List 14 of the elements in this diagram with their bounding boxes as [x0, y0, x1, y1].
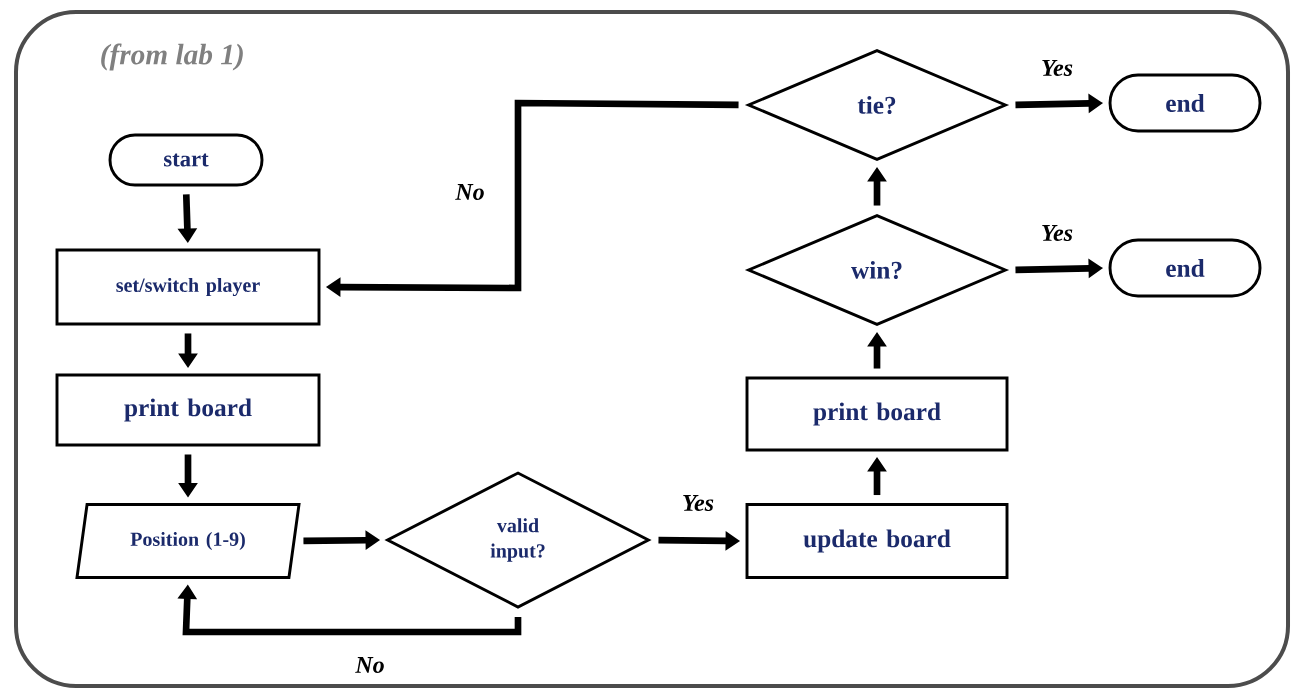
end-terminal: end	[1108, 238, 1262, 298]
edge-label: Yes	[680, 493, 716, 513]
input-parallelogram: Position (1-9)	[75, 503, 301, 579]
edge-label: No	[454, 182, 486, 202]
edge-label: Yes	[1039, 223, 1075, 243]
end-terminal: end	[1108, 73, 1262, 133]
process-box: set/switch player	[55, 248, 321, 326]
process-box: print board	[55, 373, 321, 447]
process-box: update board	[745, 503, 1009, 579]
heading-note: (from lab 1)	[101, 43, 243, 71]
edge-label: No	[354, 655, 386, 675]
process-box: print board	[745, 376, 1009, 452]
edge-label: Yes	[1039, 58, 1075, 78]
start-terminal: start	[108, 133, 264, 187]
